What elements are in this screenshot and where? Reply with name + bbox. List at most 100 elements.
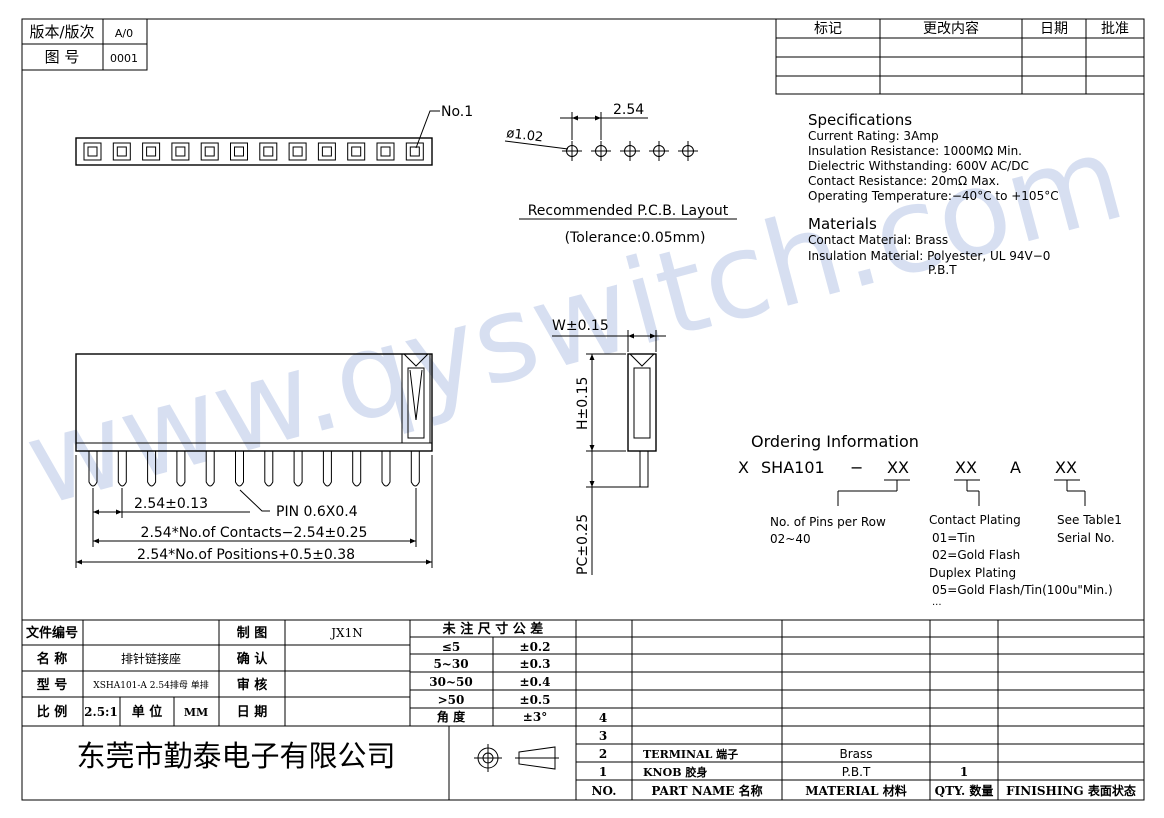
connector-front-view (75, 353, 433, 452)
specifications: Specifications Current Rating: 3Amp Insu… (808, 111, 1059, 277)
company-name: 东莞市勤泰电子有限公司 (76, 739, 395, 773)
contact-hole (380, 146, 391, 157)
spec-line: Operating Temperature:−40°C to +105°C (808, 189, 1059, 203)
code-serial: XX (1055, 458, 1077, 477)
scale-value: 2.5:1 (84, 705, 118, 719)
pin (381, 451, 391, 487)
rev-header-mark: 标记 (814, 21, 842, 37)
review-label: 审 核 (237, 677, 268, 693)
pcb-hole (678, 141, 698, 161)
bom-header-part: PART NAME 名称 (651, 783, 762, 798)
unit-value: MM (184, 706, 208, 719)
contact-hole (321, 146, 332, 157)
bom-header-finishing: FINISHING 表面状态 (1006, 783, 1136, 798)
pitch-label: 2.54 (613, 102, 644, 118)
contact-hole (234, 146, 244, 157)
unit-label: 单 位 (132, 704, 163, 720)
pcb-hole (620, 141, 640, 161)
rev-header-content: 更改内容 (923, 20, 979, 37)
confirm-label: 确 认 (237, 651, 269, 667)
pins-label: No. of Pins per Row (770, 515, 886, 529)
tol-range: 5~30 (433, 657, 468, 671)
connector-side-view: W±0.15 H±0.15 PC±0.25 (552, 318, 666, 575)
drawn-value: JX1N (329, 626, 363, 640)
pin (205, 451, 215, 487)
code-series: SHA101 (761, 458, 825, 477)
drawing-no-label: 图 号 (45, 48, 80, 66)
tol-value: ±0.4 (520, 675, 551, 689)
tol-range: ≤5 (442, 640, 460, 654)
contact-cell (83, 142, 102, 161)
pin (322, 451, 332, 487)
name-label: 名 称 (37, 651, 68, 667)
title-block: 文件编号 名 称 型 号 比 例 排针链接座 XSHA101-A 2.54排母 … (22, 619, 1144, 800)
contact-cell (230, 142, 248, 161)
duplex-title: Duplex Plating (929, 566, 1016, 580)
pins (88, 451, 420, 487)
pin (410, 451, 420, 487)
bom-header-no: NO. (592, 784, 617, 798)
pcb-hole (591, 141, 611, 161)
bom-part: TERMINAL 端子 (643, 747, 738, 761)
contact-cell (405, 142, 424, 161)
spec-title: Specifications (808, 111, 912, 129)
tolerance-note: (Tolerance:0.05mm) (565, 230, 706, 246)
contact-cell (112, 142, 131, 161)
plating-option: 01=Tin (932, 531, 975, 545)
date-label: 日 期 (237, 705, 268, 720)
contact-hole (263, 146, 274, 157)
contact-hole (204, 146, 215, 157)
tolerance-title: 未 注 尺 寸 公 差 (442, 621, 544, 637)
tol-value: ±0.3 (520, 657, 551, 671)
version-label: 版本/版次 (29, 23, 94, 41)
material-line: Insulation Material: Polyester, UL 94V−0 (808, 249, 1050, 263)
pcb-hole (562, 141, 582, 161)
bom-part: KNOB 胶身 (643, 765, 707, 779)
tol-value: ±3° (523, 710, 547, 724)
contact-cell (376, 142, 395, 161)
bom-no: 1 (599, 765, 607, 779)
tol-range: >50 (438, 693, 465, 707)
contact-hole (351, 146, 362, 157)
plating-option: 02=Gold Flash (932, 548, 1020, 562)
contact-cell (259, 142, 278, 161)
serial-label: Serial No. (1057, 531, 1115, 545)
contacts-label: 2.54*No.of Contacts−2.54±0.25 (141, 525, 368, 541)
model-label: 型 号 (37, 677, 68, 693)
spec-line: Insulation Resistance: 1000MΩ Min. (808, 144, 1022, 158)
spec-line: Dielectric Withstanding: 600V AC/DC (808, 159, 1029, 173)
drawing-no-value: 0001 (110, 52, 138, 65)
duplex-option: 05=Gold Flash/Tin(100u"Min.) (932, 583, 1113, 597)
pin (352, 451, 362, 487)
file-no-label: 文件编号 (26, 625, 78, 641)
contact-hole (292, 146, 303, 157)
bom-header-material: MATERIAL 材料 (805, 783, 907, 798)
material-line: Contact Material: Brass (808, 233, 948, 247)
contact-cell (288, 142, 307, 161)
contact-hole (175, 146, 186, 157)
bom-qty: 1 (960, 765, 968, 779)
drawn-label: 制 图 (237, 625, 268, 641)
ordering-information: Ordering Information X SHA101 − XX XX A … (738, 432, 1122, 608)
ordering-title: Ordering Information (751, 432, 919, 451)
projection-symbol (474, 744, 559, 772)
contact-cell (171, 142, 190, 161)
bom-no: 2 (599, 747, 607, 761)
pcb-hole (649, 141, 669, 161)
tol-value: ±0.2 (520, 640, 551, 654)
revision-table: 标记 更改内容 日期 批准 (775, 18, 1145, 95)
pcb-layout-title: Recommended P.C.B. Layout (528, 203, 729, 219)
pin (88, 451, 98, 487)
pin (117, 451, 127, 487)
bom-no: 4 (599, 711, 607, 725)
contact-cell (142, 142, 161, 161)
contact-cell (317, 142, 336, 161)
see-table-label: See Table1 (1057, 513, 1122, 527)
bom-material: P.B.T (842, 765, 871, 779)
h-label: H±0.15 (575, 377, 591, 430)
pin (176, 451, 186, 487)
plating-title: Contact Plating (929, 513, 1021, 527)
materials-title: Materials (808, 215, 877, 233)
pc-label: PC±0.25 (575, 514, 591, 575)
